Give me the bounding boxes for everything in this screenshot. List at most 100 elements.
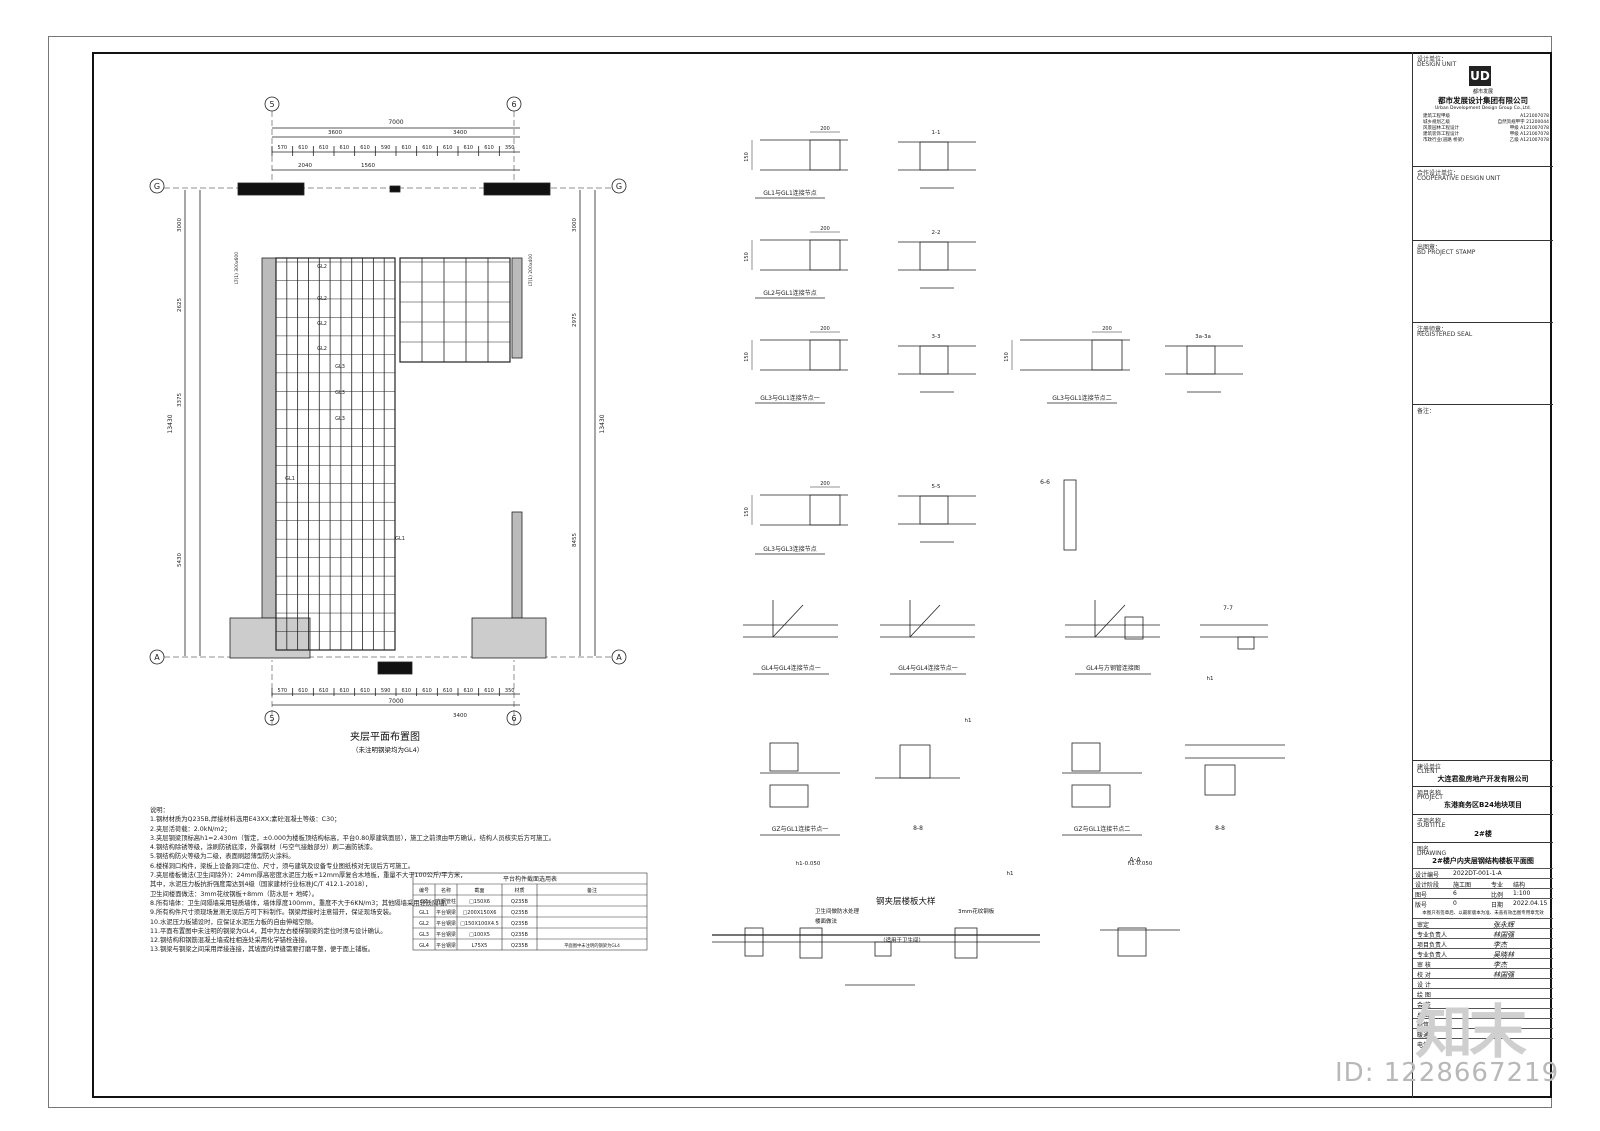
tube <box>1204 764 1236 796</box>
tube-section <box>809 239 841 271</box>
dim-text: 150 <box>744 152 750 162</box>
detail-sections: 200150GL1与GL1连接节点200150GL2与GL1连接节点200150… <box>712 126 1285 986</box>
dim-text: 610 <box>402 688 412 694</box>
axis-label: A <box>616 653 622 662</box>
info-cell: 设计编号 <box>1415 872 1440 879</box>
tube <box>919 141 949 171</box>
note-item: 5.钢结构防火等级为二级，表面刷超薄型防火涂料。 <box>150 853 295 861</box>
section-label: 8-8 <box>913 825 923 832</box>
axis-label: 5 <box>269 100 274 109</box>
section-label: 2-2 <box>932 230 941 236</box>
section-label: 7-7 <box>1223 605 1233 612</box>
wall-block <box>483 182 551 196</box>
plan-title: 夹层平面布置图 <box>350 732 420 743</box>
signature-name: 林国强 <box>1493 971 1514 979</box>
gz-base <box>1071 784 1111 808</box>
wall <box>511 257 523 359</box>
note-item: 6.楼梯洞口构件，梁板上设备洞口定位、尺寸，须与建筑及设备专业图纸核对无误后方可… <box>150 862 415 870</box>
table-cell: 平台钢梁 <box>436 920 456 927</box>
dim-text: 610 <box>360 145 370 151</box>
drawing-frame <box>92 52 1552 1098</box>
qualification-code: 甲级 A121007078 <box>1509 126 1549 131</box>
gz-tube <box>1071 742 1101 772</box>
signature-row: 专业负责人吴晓林 <box>1413 948 1553 959</box>
dim-text: 610 <box>464 145 474 151</box>
detail-label: GL3与GL1连接节点一 <box>760 394 820 402</box>
signature-role: 项目负责人 <box>1417 942 1448 949</box>
signature-row: 校 对林国强 <box>1413 968 1553 979</box>
dim-text: 150 <box>744 352 750 362</box>
signature-row: 审定张永辉 <box>1413 918 1553 929</box>
company-logo-icon: UD <box>1469 66 1491 86</box>
beam-label: GL2 <box>317 264 327 270</box>
info-cell: 1:100 <box>1513 890 1531 897</box>
table-cell: GL3 <box>419 932 429 938</box>
dim-text: 200 <box>820 226 830 232</box>
tube-section <box>809 139 841 171</box>
misc-label: h1 <box>1007 871 1014 877</box>
design-unit-label: 设计单位： <box>1417 56 1448 63</box>
dim-text: 610 <box>443 145 453 151</box>
dim-text: 350 <box>505 145 515 151</box>
weld <box>909 604 941 638</box>
table-cell: GL4 <box>419 943 429 949</box>
misc-label: h1 <box>1207 676 1214 682</box>
dim-text: 610 <box>298 145 308 151</box>
note-item: 4.钢结构除锈等级，涂刷防锈底漆，外露钢材（与空气接触部分）刷二遍防锈漆。 <box>150 844 377 852</box>
qualification-code: A121007078 <box>1520 114 1549 119</box>
slab-note-2: 楼面做法 <box>815 919 838 925</box>
info-cell: 比例 <box>1491 892 1504 899</box>
weld <box>1094 604 1126 638</box>
beam-label: GL1 <box>285 476 295 482</box>
info-cell: 版号 <box>1415 902 1428 909</box>
table-title: 平台构件截面选用表 <box>503 875 557 883</box>
section-label: 3a-3a <box>1195 334 1211 340</box>
note-item: 2.夹层活荷载：2.0kN/m2； <box>150 825 231 833</box>
dim-text: 610 <box>298 688 308 694</box>
qualification-row: 风景园林工程设计 甲级 A121007078 <box>1423 126 1549 132</box>
note-item: 3.夹层钢梁顶标高h1=2.430m（暂定，±0.000为楼板顶结构标高，平台0… <box>150 834 556 842</box>
design-unit-en: DESIGN UNIT <box>1417 61 1457 68</box>
qualification-name: 城乡规划乙级 <box>1423 120 1450 125</box>
info-cell: 6 <box>1453 890 1457 897</box>
tube <box>899 744 931 779</box>
gz-base <box>769 784 809 808</box>
signature-row: 建筑 <box>1413 1018 1553 1029</box>
beam-label: GL2 <box>317 296 327 302</box>
beam-label: GL2 <box>317 346 327 352</box>
dim-text: 2625 <box>177 298 183 312</box>
qualification-row: 建筑装饰工程设计甲级 A121007078 <box>1423 132 1549 138</box>
table-header: 名称 <box>441 887 451 894</box>
dim-text: 200 <box>820 326 830 332</box>
detail-label: GL4与GL4连接节点一 <box>761 664 821 672</box>
info-cell: 专业 <box>1491 882 1504 889</box>
wall <box>261 257 277 619</box>
dim-text: 8455 <box>572 533 578 547</box>
dim-text: 7000 <box>388 698 403 705</box>
axis-bubble <box>611 649 627 665</box>
drawing-en: DRAWING <box>1417 850 1447 857</box>
dim-text: 3600 <box>328 130 342 136</box>
qualification-name: 风景园林工程设计 <box>1423 126 1459 131</box>
wall-block <box>389 185 401 193</box>
tube <box>1117 927 1147 957</box>
tube <box>1124 616 1144 640</box>
qualification-name: 建筑工程甲级 <box>1423 114 1450 119</box>
watermark-logo: 知末 <box>1415 998 1527 1066</box>
beam-label: GL3 <box>335 364 345 370</box>
signature-role: 暖通 <box>1417 1032 1430 1039</box>
table-header: 备注 <box>587 887 597 894</box>
drawing-title: 2#楼户内夹层钢结构楼板平面图 <box>1432 857 1534 865</box>
axis-label: 6 <box>511 100 516 109</box>
signature-role: 审定 <box>1417 922 1430 929</box>
detail-label: GL3与GL1连接节点二 <box>1052 394 1112 402</box>
signature-row: 会 签 <box>1413 998 1553 1009</box>
section-label: 8-8 <box>1215 825 1225 832</box>
signature-role: 会 签 <box>1417 1002 1431 1009</box>
signature-name: 吴晓林 <box>1493 951 1514 959</box>
beam-sec <box>744 927 764 957</box>
